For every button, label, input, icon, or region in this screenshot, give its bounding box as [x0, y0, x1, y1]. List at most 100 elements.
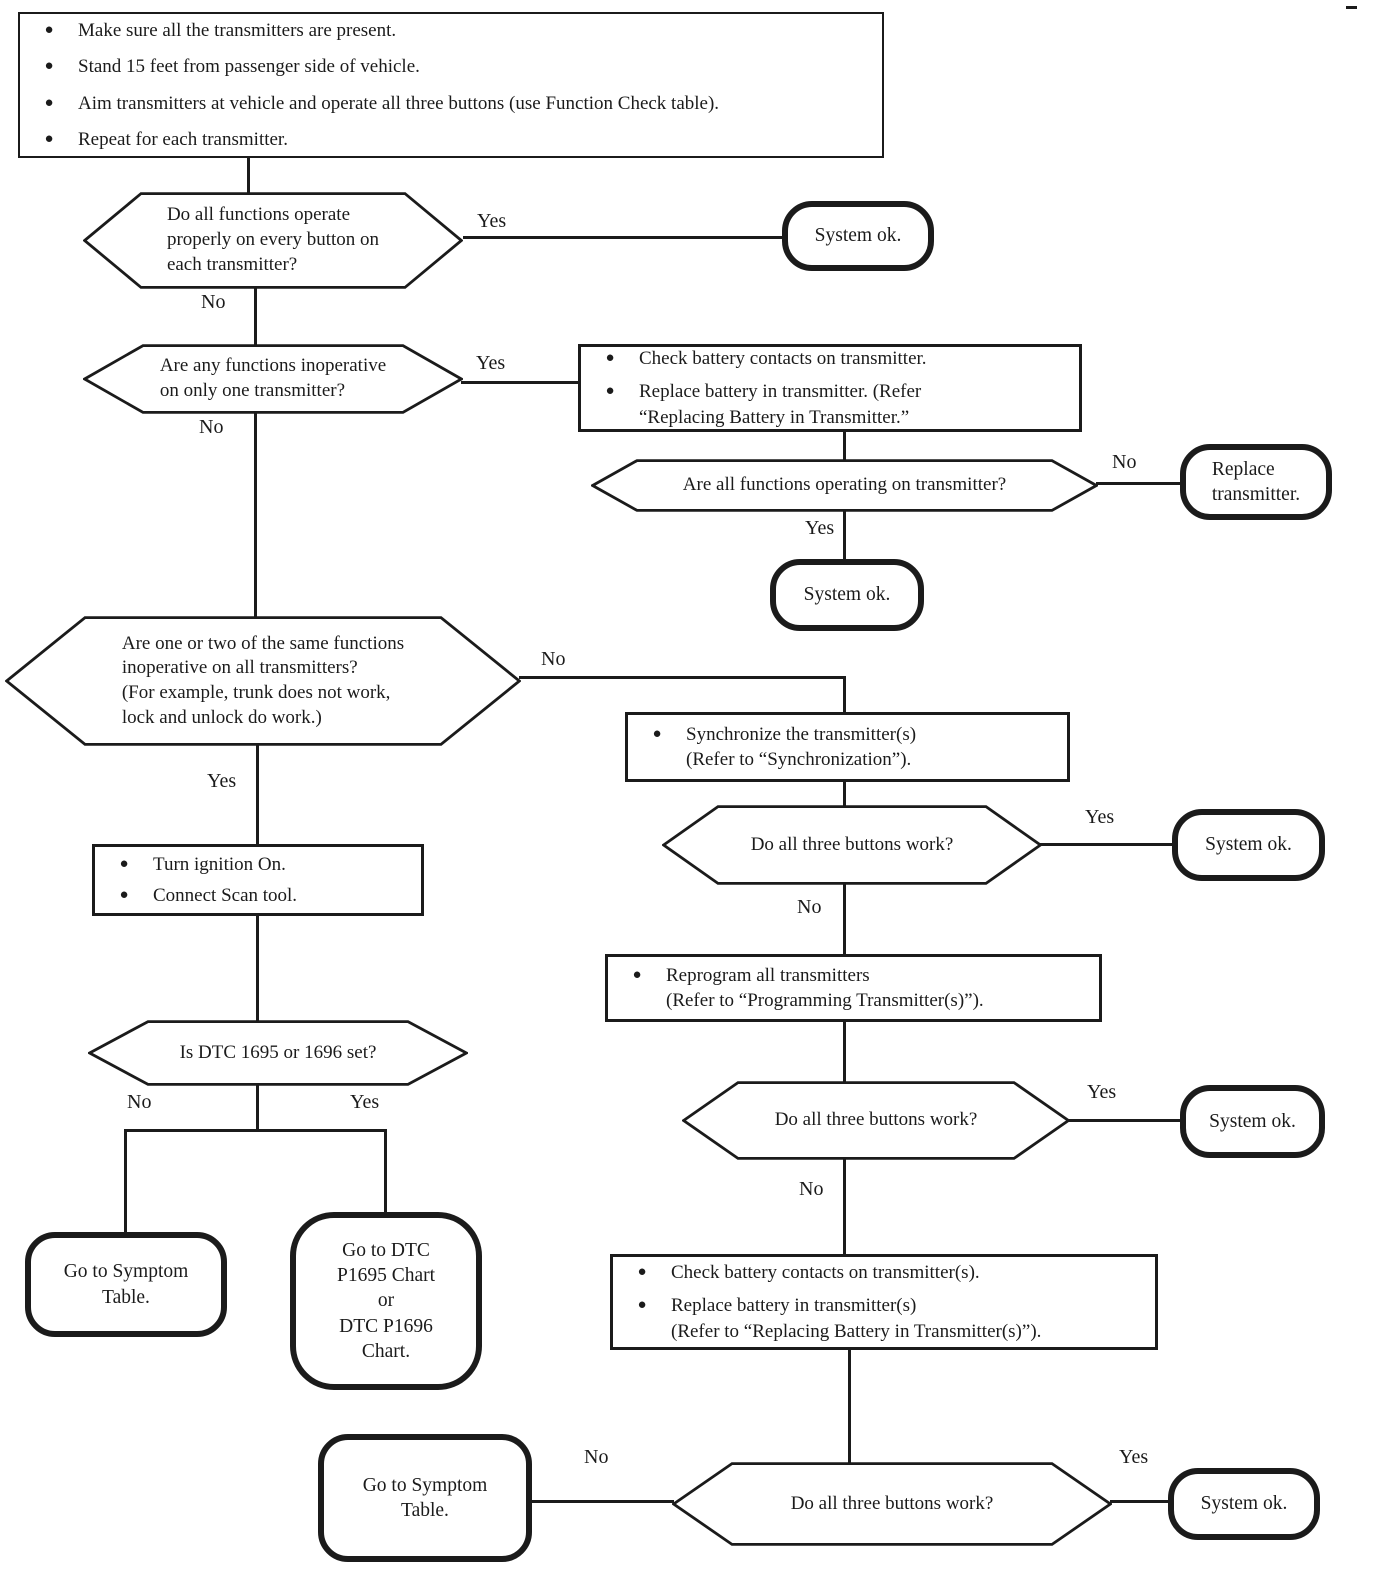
- connector-line: [461, 381, 578, 384]
- bullet-icon: ●: [652, 725, 662, 742]
- terminal-system-ok-4: System ok.: [1180, 1085, 1325, 1158]
- decision-same-functions-all-transmitters: Are one or two of the same functions ino…: [5, 616, 521, 746]
- process-check-battery-transmitter: ● Check battery contacts on transmitter.…: [578, 344, 1082, 432]
- connector-line: [254, 412, 257, 618]
- text-line: Are one or two of the same functions: [121, 632, 405, 654]
- connector-line: [256, 1084, 259, 1132]
- connector-line: [843, 510, 846, 560]
- terminal-go-to-symptom-table-1: Go to Symptom Table.: [25, 1232, 227, 1337]
- edge-label-yes: Yes: [1119, 1446, 1149, 1468]
- connector-line: [1068, 1119, 1180, 1122]
- process-item: ● Connect Scan tool.: [95, 883, 413, 908]
- bullet-icon: ●: [605, 383, 615, 400]
- connector-line: [843, 883, 846, 956]
- decision-three-buttons-work-2: Do all three buttons work?: [682, 1081, 1070, 1160]
- process-item: ● Turn ignition On.: [95, 852, 413, 877]
- process-synchronize-transmitters: ● Synchronize the transmitter(s) (Refer …: [625, 712, 1070, 782]
- text-line: Replace: [1211, 458, 1275, 480]
- terminal-go-to-dtc-chart: Go to DTC P1695 Chart or DTC P1696 Chart…: [290, 1212, 482, 1390]
- text-line: inoperative on all transmitters?: [121, 657, 358, 679]
- connector-line: [256, 914, 259, 1022]
- connector-line: [843, 430, 846, 461]
- connector-line: [843, 1158, 846, 1256]
- text-line: or: [377, 1290, 395, 1312]
- text-line: System ok.: [814, 225, 902, 247]
- connector-line: [1096, 482, 1180, 485]
- text-line: System ok.: [1200, 1493, 1288, 1515]
- edge-label-yes: Yes: [207, 770, 237, 792]
- text-line: Go to Symptom: [362, 1474, 488, 1496]
- text-line: Turn ignition On.: [153, 853, 286, 875]
- hexagon-shape: [83, 344, 463, 414]
- terminal-system-ok-1: System ok.: [782, 201, 934, 271]
- connector-line: [843, 676, 846, 714]
- instruction-item: ● Make sure all the transmitters are pre…: [20, 18, 874, 43]
- edge-label-yes: Yes: [1085, 806, 1115, 828]
- text-line: transmitter.: [1211, 484, 1301, 505]
- scan-artifact-mark: [1346, 6, 1357, 9]
- text-line: System ok.: [803, 584, 891, 606]
- connector-line: [254, 288, 257, 346]
- decision-functions-operating-transmitter: Are all functions operating on transmitt…: [591, 459, 1098, 512]
- text-line: Stand 15 feet from passenger side of veh…: [78, 56, 420, 78]
- edge-label-no: No: [1112, 451, 1137, 473]
- hexagon-shape: [662, 805, 1042, 885]
- text-line: Do all functions operate: [166, 204, 351, 226]
- hexagon-shape: [88, 1020, 468, 1086]
- bullet-icon: ●: [44, 130, 54, 147]
- text-line: Reprogram all transmitters: [666, 964, 870, 986]
- bullet-icon: ●: [637, 1297, 647, 1314]
- process-reprogram-transmitters: ● Reprogram all transmitters (Refer to “…: [605, 954, 1102, 1022]
- instruction-item: ● Aim transmitters at vehicle and operat…: [20, 91, 874, 116]
- edge-label-yes: Yes: [805, 517, 835, 539]
- text-line: Replace battery in transmitter. (Refer: [639, 381, 922, 403]
- text-line: P1695 Chart: [336, 1264, 436, 1286]
- text-line: Repeat for each transmitter.: [78, 128, 288, 150]
- edge-label-yes: Yes: [350, 1091, 380, 1113]
- connector-line: [843, 780, 846, 807]
- connector-line: [530, 1500, 674, 1503]
- connector-line: [519, 676, 846, 679]
- connector-line: [1110, 1500, 1170, 1503]
- text-line: Table.: [102, 1286, 150, 1308]
- decision-all-functions-operate: Do all functions operate properly on eve…: [83, 192, 463, 289]
- text-line: Do all three buttons work?: [774, 1109, 978, 1131]
- hexagon-shape: [591, 459, 1098, 512]
- instructions-box: ● Make sure all the transmitters are pre…: [18, 12, 884, 158]
- edge-label-no: No: [199, 416, 224, 438]
- bullet-icon: ●: [119, 887, 129, 903]
- terminal-system-ok-2: System ok.: [770, 559, 924, 631]
- text-line: Do all three buttons work?: [790, 1492, 994, 1514]
- decision-three-buttons-work-1: Do all three buttons work?: [662, 805, 1042, 885]
- text-line: DTC P1696: [339, 1315, 433, 1337]
- text-line: System ok.: [1209, 1110, 1296, 1132]
- text-line: Are all functions operating on transmitt…: [682, 474, 1007, 496]
- bullet-icon: ●: [44, 58, 54, 75]
- text-line: Make sure all the transmitters are prese…: [78, 20, 397, 42]
- edge-label-no: No: [541, 648, 566, 670]
- bullet-icon: ●: [44, 94, 54, 111]
- text-line: Go to Symptom: [63, 1261, 189, 1283]
- connector-line: [384, 1129, 387, 1214]
- text-line: on only one transmitter?: [159, 380, 346, 401]
- terminal-system-ok-3: System ok.: [1172, 809, 1325, 881]
- decision-inoperative-one-transmitter: Are any functions inoperative on only on…: [83, 344, 463, 414]
- hexagon-shape: [682, 1081, 1070, 1160]
- text-line: Aim transmitters at vehicle and operate …: [78, 92, 720, 114]
- process-item: ● Check battery contacts on transmitter.: [581, 346, 1071, 371]
- text-line: lock and unlock do work.): [121, 706, 322, 728]
- edge-label-yes: Yes: [1087, 1081, 1117, 1103]
- edge-label-no: No: [201, 291, 226, 313]
- decision-dtc-1695-1696-set: Is DTC 1695 or 1696 set?: [88, 1020, 468, 1086]
- process-item: ● Synchronize the transmitter(s) (Refer …: [628, 722, 1059, 772]
- bullet-icon: ●: [605, 350, 615, 367]
- text-line: Check battery contacts on transmitter.: [639, 348, 927, 370]
- text-line: Chart.: [361, 1341, 411, 1363]
- terminal-replace-transmitter: Replace transmitter.: [1180, 444, 1332, 520]
- text-line: (Refer to “Programming Transmitter(s)”).: [666, 990, 984, 1011]
- process-item: ● Replace battery in transmitter. (Refer…: [581, 379, 1071, 429]
- text-line: Is DTC 1695 or 1696 set?: [179, 1041, 377, 1063]
- process-item: ● Check battery contacts on transmitter(…: [613, 1260, 1147, 1285]
- text-line: each transmitter?: [166, 253, 298, 275]
